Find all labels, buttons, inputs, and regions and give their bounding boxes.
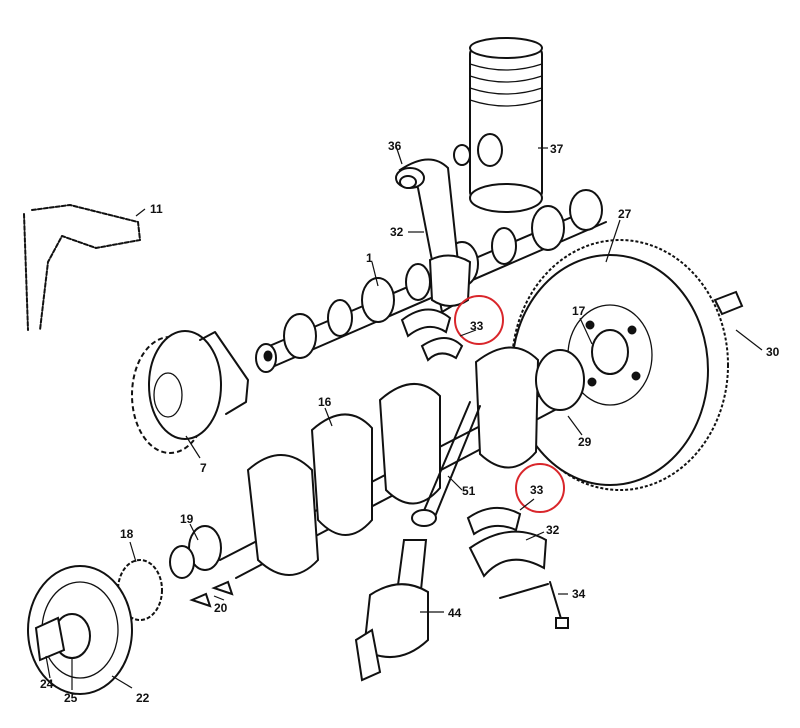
part-label-7: 7 <box>200 461 207 475</box>
camshaft-sprocket-drawing <box>131 330 249 454</box>
part-label-20: 20 <box>214 601 228 615</box>
part-label-18: 18 <box>120 527 134 541</box>
bearing-shells-lower-drawing <box>466 507 569 629</box>
part-label-29: 29 <box>578 435 592 449</box>
part-label-27: 27 <box>618 207 632 221</box>
part-label-37: 37 <box>550 142 564 156</box>
part-label-32-lower: 32 <box>546 523 560 537</box>
crankshaft-drawing <box>169 346 585 579</box>
part-label-16: 16 <box>318 395 332 409</box>
oil-pump-drive-drawing <box>354 401 481 682</box>
part-label-32-upper: 32 <box>390 225 404 239</box>
crank-pulley-drawing <box>27 559 234 695</box>
highlight-circle-33-lower <box>515 463 565 513</box>
leader-lines <box>45 145 763 690</box>
part-label-36: 36 <box>388 139 402 153</box>
part-label-19: 19 <box>180 512 194 526</box>
bearing-shells-upper-drawing <box>400 308 464 362</box>
timing-chain-drawing <box>23 204 141 331</box>
part-label-22: 22 <box>136 691 150 705</box>
flywheel-drawing <box>511 239 744 491</box>
part-label-33-lower: 33 <box>530 483 544 497</box>
part-label-17: 17 <box>572 304 586 318</box>
part-label-33-upper: 33 <box>470 319 484 333</box>
part-label-51: 51 <box>462 484 476 498</box>
part-label-25: 25 <box>64 691 78 705</box>
part-label-1: 1 <box>366 251 373 265</box>
piston-drawing <box>453 37 543 213</box>
connecting-rod-upper-drawing <box>395 158 472 314</box>
part-label-44: 44 <box>448 606 462 620</box>
part-label-30: 30 <box>766 345 780 359</box>
part-label-34: 34 <box>572 587 586 601</box>
part-label-11: 11 <box>150 202 163 216</box>
part-label-24: 24 <box>40 677 54 691</box>
highlight-circle-33-upper <box>454 295 504 345</box>
